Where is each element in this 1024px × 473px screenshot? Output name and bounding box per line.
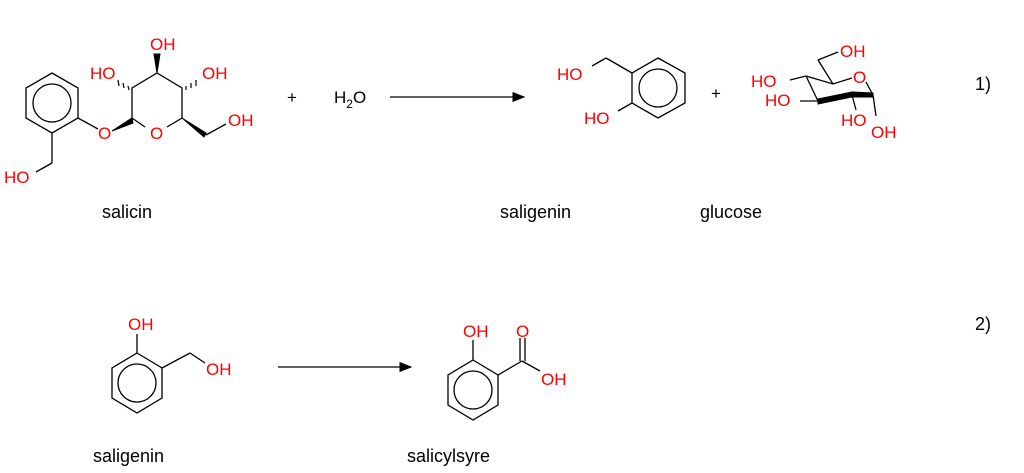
glucose-structure: OH O HO HO HO OH [751,42,897,142]
hydroxyl-label: OH [541,370,567,389]
wedge-bond [153,53,161,74]
hydroxyl-label: OH [463,322,489,341]
carbonyl-oxygen-label: O [516,322,529,341]
saligenin-structure: OH OH [111,315,232,414]
hydroxyl-label: OH [871,123,897,142]
plus-sign: + [287,88,297,107]
benzene-ring [111,352,163,414]
hydroxyl-label: OH [840,42,866,61]
aromatic-circle [117,363,157,403]
hash-bond [117,79,130,91]
hydroxyl-label: OH [206,360,232,379]
saligenin-structure: HO HO [557,57,686,128]
reaction-number: 2) [975,314,991,334]
hydroxyl-label: OH [128,315,154,334]
saligenin-name: saligenin [93,446,164,466]
bold-bond [817,91,853,105]
hydroxyl-label: HO [841,111,867,130]
hydroxyl-label: OH [150,35,176,54]
salicylic-acid-structure: OH O OH [447,322,567,421]
salicin-name: salicin [102,202,152,222]
aromatic-circle [453,370,493,410]
benzene-ring [447,359,499,421]
hydroxyl-label: HO [584,109,610,128]
hydroxyl-label: HO [751,72,777,91]
hydroxyl-label: OH [228,111,254,130]
benzene-ring [25,72,79,134]
water-formula: H2O [334,88,366,111]
salicylsyre-name: salicylsyre [407,446,490,466]
ether-oxygen-label: O [98,124,111,143]
aromatic-circle [32,83,72,123]
wedge-bond [111,117,134,132]
salicin-structure: HO OH OH O O OH HO [4,35,254,187]
wedge-bond [181,117,207,138]
hydroxyl-label: OH [202,64,228,83]
hydroxyl-label: HO [4,168,30,187]
saligenin-name: saligenin [500,202,571,222]
hash-bond [185,80,197,90]
hydroxyl-label: HO [557,65,583,84]
ring-oxygen-label: O [150,124,163,143]
hydroxyl-label: HO [765,91,791,110]
glucose-name: glucose [700,202,762,222]
ring-oxygen-label: O [853,68,866,87]
aromatic-circle [638,68,678,108]
reaction-number: 1) [975,74,991,94]
plus-sign: + [711,84,721,103]
hydroxyl-label: HO [90,64,116,83]
